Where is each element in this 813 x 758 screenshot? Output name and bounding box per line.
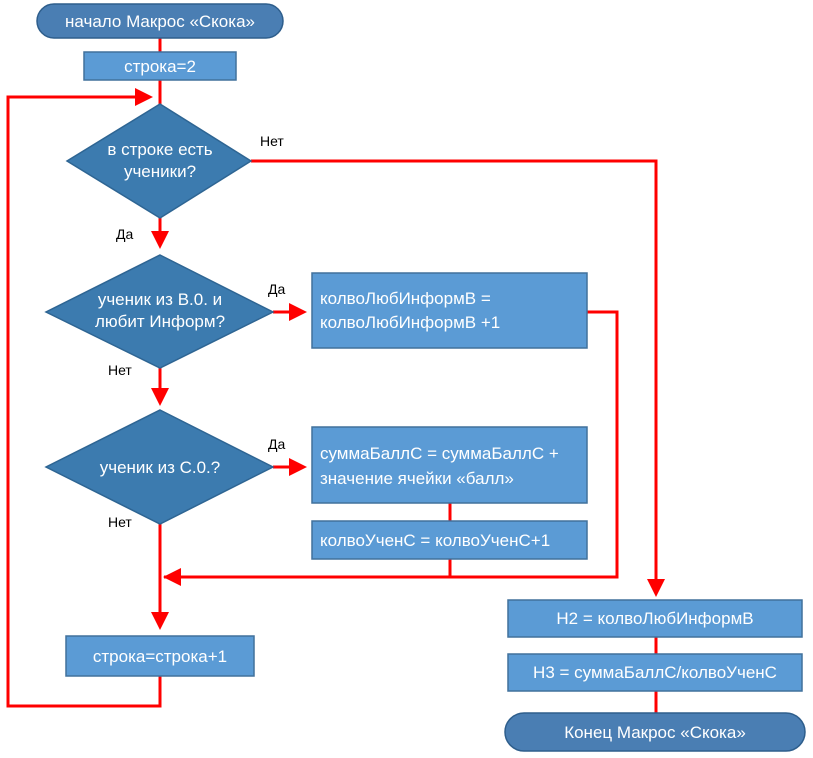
next-row-box: строка=строка+1 (65, 635, 255, 677)
next-row-label: строка=строка+1 (93, 647, 227, 666)
label-yes-c0: Да (268, 436, 285, 452)
edge-loop-back (6, 88, 162, 708)
edge-no-students-to-h2 (251, 159, 665, 597)
inc-students-c-label: колвоУченС = колвоУченС+1 (320, 531, 550, 550)
check-c0-label: ученик из С.0.? (100, 458, 221, 477)
check-students-line-2: ученики? (124, 162, 196, 181)
inc-students-c-box: колвоУченС = колвоУченС+1 (311, 520, 588, 560)
end-label: Конец Макрос «Скока» (564, 723, 746, 742)
check-c0-decision: ученик из С.0.? (44, 409, 275, 525)
check-b0-line-1: ученик из В.0. и (98, 290, 222, 309)
label-yes-students: Да (116, 226, 133, 242)
check-b0-decision: ученик из В.0. и любит Информ? (44, 254, 275, 369)
sum-score-line-2: значение ячейки «балл» (320, 469, 514, 488)
label-no-students: Нет (260, 133, 284, 149)
edge-inc-c-to-merge (163, 559, 452, 586)
check-students-decision: в строке есть ученики? (65, 103, 253, 219)
inc-love-inform-line-1: колвоЛюбИнформВ = (320, 289, 491, 308)
label-no-b0: Нет (108, 362, 132, 378)
inc-love-inform-line-2: колвоЛюбИнформВ +1 (320, 313, 500, 332)
inc-love-inform-box: колвоЛюбИнформВ = колвоЛюбИнформВ +1 (311, 272, 588, 349)
sum-score-line-1: суммаБаллС = суммаБаллС + (320, 444, 559, 463)
h3-label: H3 = суммаБаллС/колвоУченС (533, 663, 777, 682)
h2-label: H2 = колвоЛюбИнформВ (556, 609, 753, 628)
check-students-line-1: в строке есть (107, 140, 212, 159)
start-label: начало Макрос «Скока» (65, 12, 255, 31)
label-no-c0: Нет (108, 514, 132, 530)
sum-score-box: суммаБаллС = суммаБаллС + значение ячейк… (311, 426, 588, 504)
label-yes-b0: Да (268, 281, 285, 297)
h2-box: H2 = колвоЛюбИнформВ (507, 599, 803, 638)
edges (6, 38, 665, 713)
init-row-box: строка=2 (83, 51, 237, 81)
check-b0-line-2: любит Информ? (95, 312, 225, 331)
h3-box: H3 = суммаБаллС/колвоУченС (507, 653, 803, 692)
edge-labels: Нет Да Да Нет Да Нет (108, 133, 285, 530)
init-row-label: строка=2 (124, 57, 196, 76)
start-terminal: начало Макрос «Скока» (36, 3, 284, 39)
end-terminal: Конец Макрос «Скока» (504, 712, 806, 752)
